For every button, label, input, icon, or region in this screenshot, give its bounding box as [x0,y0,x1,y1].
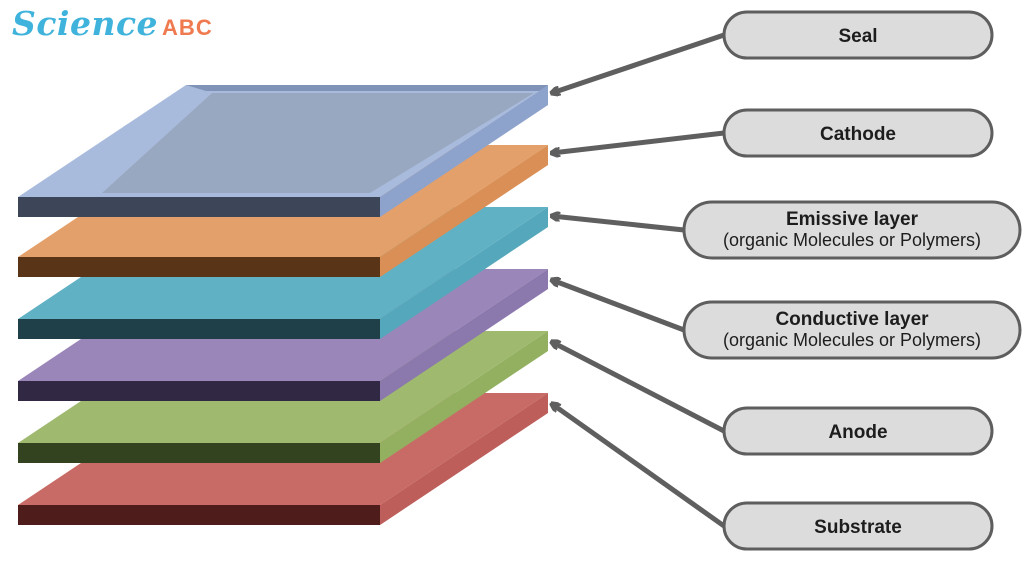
slab-front-face [18,443,380,463]
slab-side-face [380,207,548,339]
arrow-cathode [552,130,725,153]
label-seal: Seal [722,10,994,60]
label-pill [682,300,1022,360]
label-pill [722,108,994,158]
label-title: Emissive layer [786,209,919,230]
label-pill [722,406,994,456]
label-title: Conductive layer [775,309,929,330]
label-title: Seal [838,26,877,47]
label-subtitle: (organic Molecules or Polymers) [723,330,981,350]
slab-front-face [18,257,380,277]
logo-science-text: Science [12,4,159,43]
slab-front-face [18,381,380,401]
label-subtitle: (organic Molecules or Polymers) [723,230,981,250]
seal-recess [102,93,534,193]
arrow-seal [552,32,725,93]
logo-abc-text: ABC [162,15,213,40]
slab-side-face [380,331,548,463]
label-conductive: Conductive layer(organic Molecules or Po… [682,300,1022,360]
arrow-conductive [552,280,685,333]
arrow-emissive [552,216,685,233]
layer-stack [18,85,548,525]
slab-side-face [380,145,548,277]
label-title: Anode [828,422,887,443]
label-substrate: Substrate [722,501,994,551]
label-anode: Anode [722,406,994,456]
label-title: Substrate [814,517,902,538]
slab-front-face [18,319,380,339]
label-pill [722,10,994,60]
label-pill [722,501,994,551]
slab-side-face [380,269,548,401]
label-pill [682,200,1022,260]
layer-slab-seal [18,85,548,217]
label-emissive: Emissive layer(organic Molecules or Poly… [682,200,1022,260]
seal-rim [186,85,548,91]
label-title: Cathode [820,124,896,145]
arrow-anode [552,342,726,434]
label-cathode: Cathode [722,108,994,158]
slab-front-face [18,197,380,217]
slab-front-face [18,505,380,525]
slab-side-face [380,85,548,217]
label-arrows [552,32,726,529]
arrow-substrate [552,404,726,529]
slab-side-face [380,393,548,525]
